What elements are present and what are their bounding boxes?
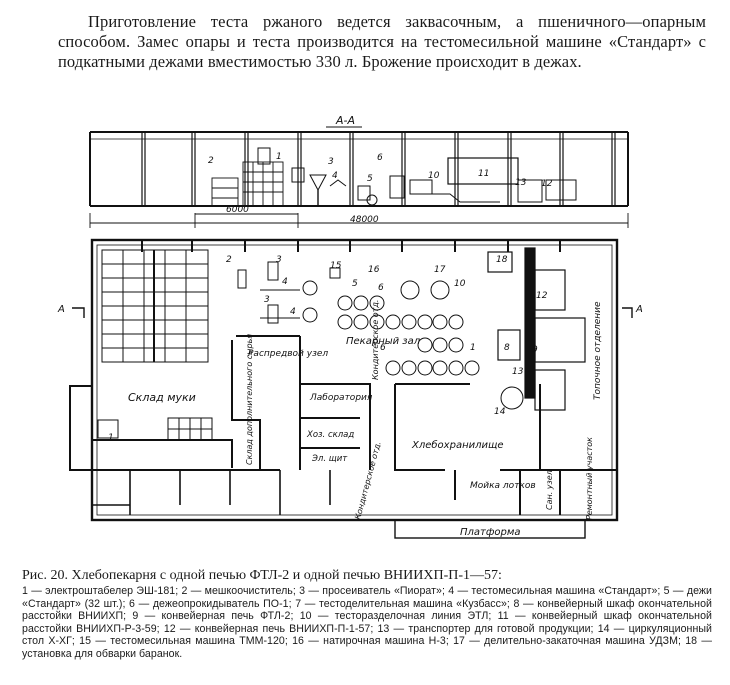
label-bakery-hall: Пекарный зал	[346, 336, 421, 347]
label-el-panel: Эл. щит	[311, 454, 348, 464]
svg-text:8: 8	[504, 343, 510, 353]
section-arrow-left: А	[57, 304, 65, 315]
svg-text:15: 15	[330, 261, 342, 271]
figure-legend: 1 — электроштабелер ЭШ-181; 2 — мешкоочи…	[22, 585, 712, 660]
label-repair: Ремонтный участок	[585, 437, 594, 520]
section-mark: А-А	[335, 114, 355, 127]
label-san-unit: Сан. узел	[545, 470, 554, 510]
svg-text:6: 6	[380, 343, 386, 353]
svg-text:5: 5	[352, 279, 358, 289]
svg-text:2: 2	[226, 255, 232, 265]
svg-text:1: 1	[108, 433, 114, 443]
svg-text:4: 4	[332, 171, 338, 181]
label-platform: Платформа	[460, 527, 521, 538]
svg-text:1: 1	[276, 152, 282, 162]
section-view	[89, 131, 629, 207]
intro-paragraph: Приготовление теста ржаного ведется закв…	[58, 12, 706, 71]
label-household-store: Хоз. склад	[306, 430, 354, 440]
label-furnace: Топочное отделение	[593, 301, 603, 400]
svg-text:9: 9	[532, 345, 538, 355]
svg-text:5: 5	[367, 174, 373, 184]
svg-text:17: 17	[434, 265, 446, 275]
svg-text:13: 13	[512, 367, 524, 377]
svg-text:16: 16	[368, 265, 380, 275]
svg-text:13: 13	[515, 178, 527, 188]
svg-text:14: 14	[494, 407, 506, 417]
label-bread-store: Хлебохранилище	[411, 439, 504, 451]
label-flour-store: Склад муки	[128, 391, 196, 404]
svg-text:6: 6	[377, 153, 383, 163]
label-confectionery-1: Кондитерское отд.	[371, 300, 380, 380]
svg-text:2: 2	[208, 156, 214, 166]
label-confectionery-2: Кондитерское отд.	[353, 441, 383, 521]
svg-text:18: 18	[496, 255, 508, 265]
figure-caption: Рис. 20. Хлебопекарня с одной печью ФТЛ-…	[22, 568, 502, 583]
svg-text:3: 3	[264, 295, 270, 305]
svg-text:3: 3	[276, 255, 282, 265]
dimension-48000: 48000	[350, 215, 379, 225]
label-distribution: Распредвой узел	[248, 349, 328, 359]
dimension-6000: 6000	[226, 205, 249, 215]
label-laboratory: Лаборатория	[309, 393, 373, 403]
svg-text:12: 12	[541, 179, 553, 189]
section-arrow-right: А	[635, 304, 643, 315]
svg-text:10: 10	[454, 279, 466, 289]
label-tray-wash: Мойка лотков	[470, 481, 536, 491]
svg-text:11: 11	[478, 169, 489, 179]
svg-text:10: 10	[428, 171, 440, 181]
label-aux-materials: Склад дополнительного сырья	[245, 334, 254, 465]
plan-view	[69, 238, 619, 539]
svg-text:4: 4	[290, 307, 296, 317]
svg-text:12: 12	[536, 291, 548, 301]
svg-text:6: 6	[378, 283, 384, 293]
svg-text:1: 1	[470, 343, 476, 353]
svg-text:3: 3	[328, 157, 334, 167]
svg-text:4: 4	[282, 277, 288, 287]
